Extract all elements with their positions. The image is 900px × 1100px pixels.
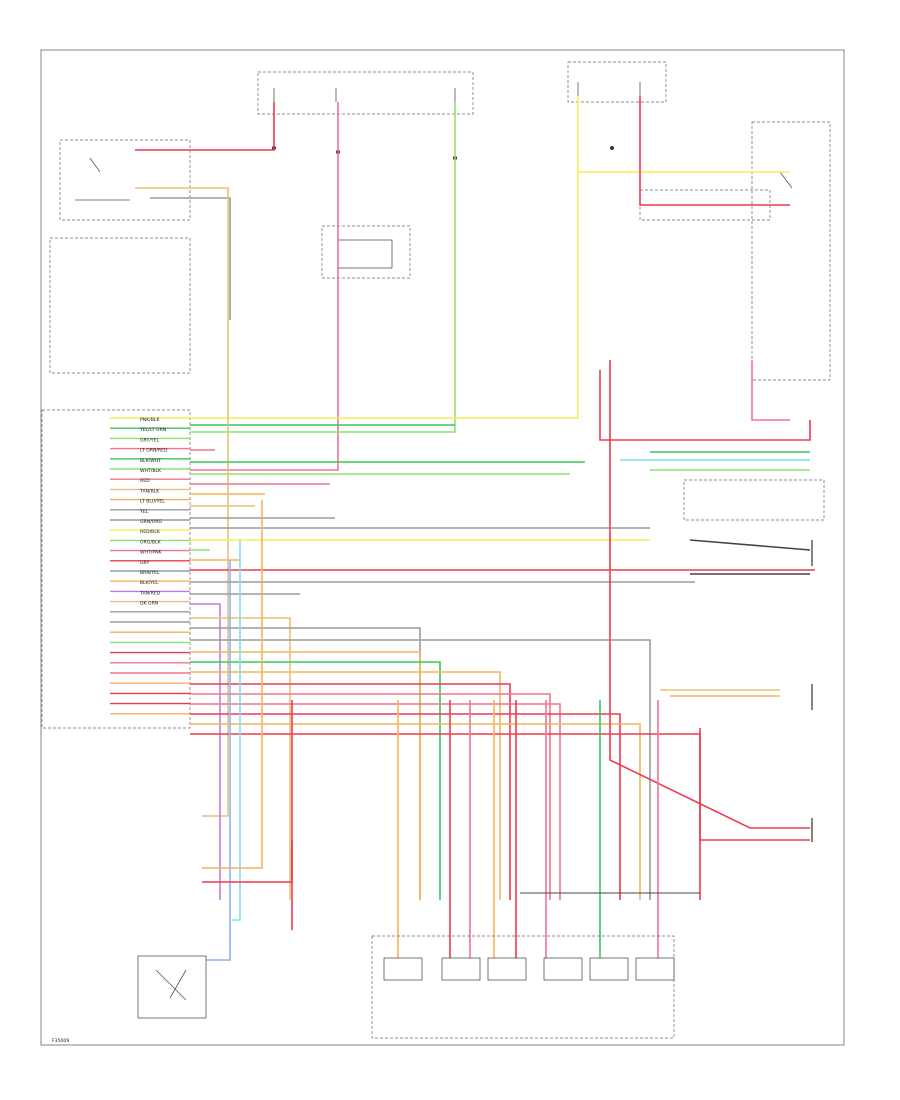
wire-label-15: BRN/YEL (140, 570, 160, 576)
wire-label-7: TAN/BLK (139, 488, 160, 494)
wire-pcm-bus-15 (190, 617, 291, 900)
wire-label-12: ORG/BLK (140, 539, 162, 545)
wire-label-10: GRN/ORG (140, 519, 163, 525)
wire-label-8: LT BLU/YEL (140, 499, 165, 505)
switch-box-right (751, 121, 831, 381)
wire-pcm-bus-23 (190, 703, 561, 900)
wire-label-17: TAN/RED (139, 590, 161, 596)
solenoid-box-6 (635, 957, 675, 981)
figure-tag: F35009 (52, 1038, 69, 1044)
wire-label-14: GRY (140, 560, 149, 566)
wire-tan-vertical (135, 187, 229, 817)
wire-switch-gray (150, 197, 231, 320)
wire-relay-red (639, 96, 790, 206)
wire-pcm-bus-17 (190, 639, 651, 900)
solenoid-box-5 (589, 957, 629, 981)
pcm-connector (41, 409, 191, 729)
relay-fuse-box-outline (567, 61, 667, 103)
wire-pcm-bus-18 (190, 651, 421, 900)
wire-pcm-bus-22 (190, 693, 551, 900)
solenoid-box-4 (543, 957, 583, 981)
wire-pcm-bus-26 (190, 733, 701, 900)
wire-top-feed-3 (190, 102, 456, 433)
wire-pcm-bus-25 (190, 723, 641, 900)
wire-right-red-1 (599, 370, 811, 441)
wire-harness (135, 96, 815, 961)
wire-pcm-bus-19 (190, 661, 441, 900)
solenoid-box-1 (383, 957, 423, 981)
wire-right-red-2 (609, 360, 810, 829)
wire-label-3: LT GRN/RED (140, 448, 168, 454)
wire-label-16: BLK/YEL (140, 580, 159, 586)
wire-label-1: YEL/LT GRN (139, 427, 166, 433)
wire-label-11: RED/BLK (140, 529, 161, 535)
wire-label-2: GRY/YEL (140, 437, 160, 443)
wire-top-feed-2 (190, 102, 339, 471)
wire-right-pink (751, 360, 790, 421)
control-module-box (49, 237, 191, 374)
solenoid-box-3 (487, 957, 527, 981)
wire-top-feed-4 (577, 96, 790, 173)
wire-label-9: YEL (139, 509, 149, 515)
diagram-frame (40, 49, 845, 1046)
fuse-box-outline (257, 71, 474, 115)
wire-pcm-bus-14 (190, 603, 221, 900)
components (49, 121, 831, 381)
transmission-outline (371, 935, 675, 1039)
relay-inner-left (337, 239, 393, 269)
sensor-box-right (683, 479, 825, 521)
transmission-solenoids (137, 892, 700, 1039)
wire-bottom-cyan (232, 540, 241, 921)
fuse-panel-group (257, 61, 667, 160)
wire-yellow-main (190, 172, 579, 419)
switch-contact-right (779, 171, 793, 189)
wire-label-13: WHT/PNK (140, 550, 163, 556)
wire-right-black-1 (689, 539, 811, 551)
wire-pcm-bus-24 (190, 713, 621, 900)
switch-box-left (59, 139, 191, 221)
wire-pcm-bus-21 (190, 683, 511, 900)
solenoid-box-2 (441, 957, 481, 981)
wire-bottom-orange (202, 500, 263, 869)
wire-bottom-blue (206, 560, 231, 961)
switch-contact-left (89, 157, 101, 173)
wire-label-5: WHT/BLK (140, 468, 162, 474)
fuse-symbol (273, 82, 641, 102)
wire-top-feed-1 (135, 102, 275, 151)
wire-label-6: RED (140, 478, 150, 484)
wire-right-red-3 (699, 728, 810, 841)
wire-bottom-red (202, 700, 293, 883)
wire-label-18: DK GRN (140, 601, 158, 607)
wire-label-4: BLK/WHT (140, 458, 161, 464)
right-connectors (683, 479, 825, 842)
wire-label-0: PNK/BLK (140, 417, 160, 423)
wire-pcm-bus-20 (190, 671, 501, 900)
wire-pcm-bus-16 (190, 627, 421, 900)
pcm-connector-outline (41, 409, 191, 729)
range-switch-box (137, 955, 207, 1019)
wire-color-labels: PNK/BLK YEL/LT GRN GRY/YEL LT GRN/RED BLK/WH… (139, 417, 168, 607)
